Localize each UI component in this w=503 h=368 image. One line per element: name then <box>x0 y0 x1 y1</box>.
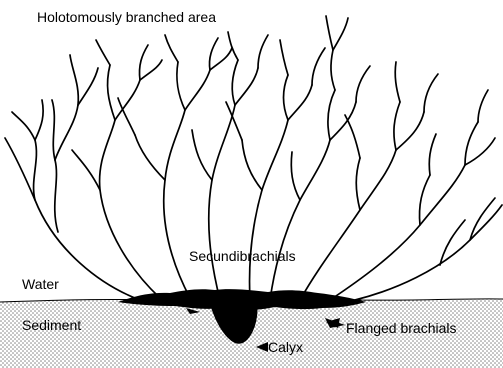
label-branched-area: Holotomously branched area <box>37 9 216 25</box>
label-flanged-brachials: Flanged brachials <box>346 320 457 336</box>
label-sediment: Sediment <box>22 317 81 333</box>
label-calyx: Calyx <box>268 339 303 355</box>
label-water: Water <box>22 276 59 292</box>
label-secundibrachials: Secundibrachials <box>189 248 296 264</box>
